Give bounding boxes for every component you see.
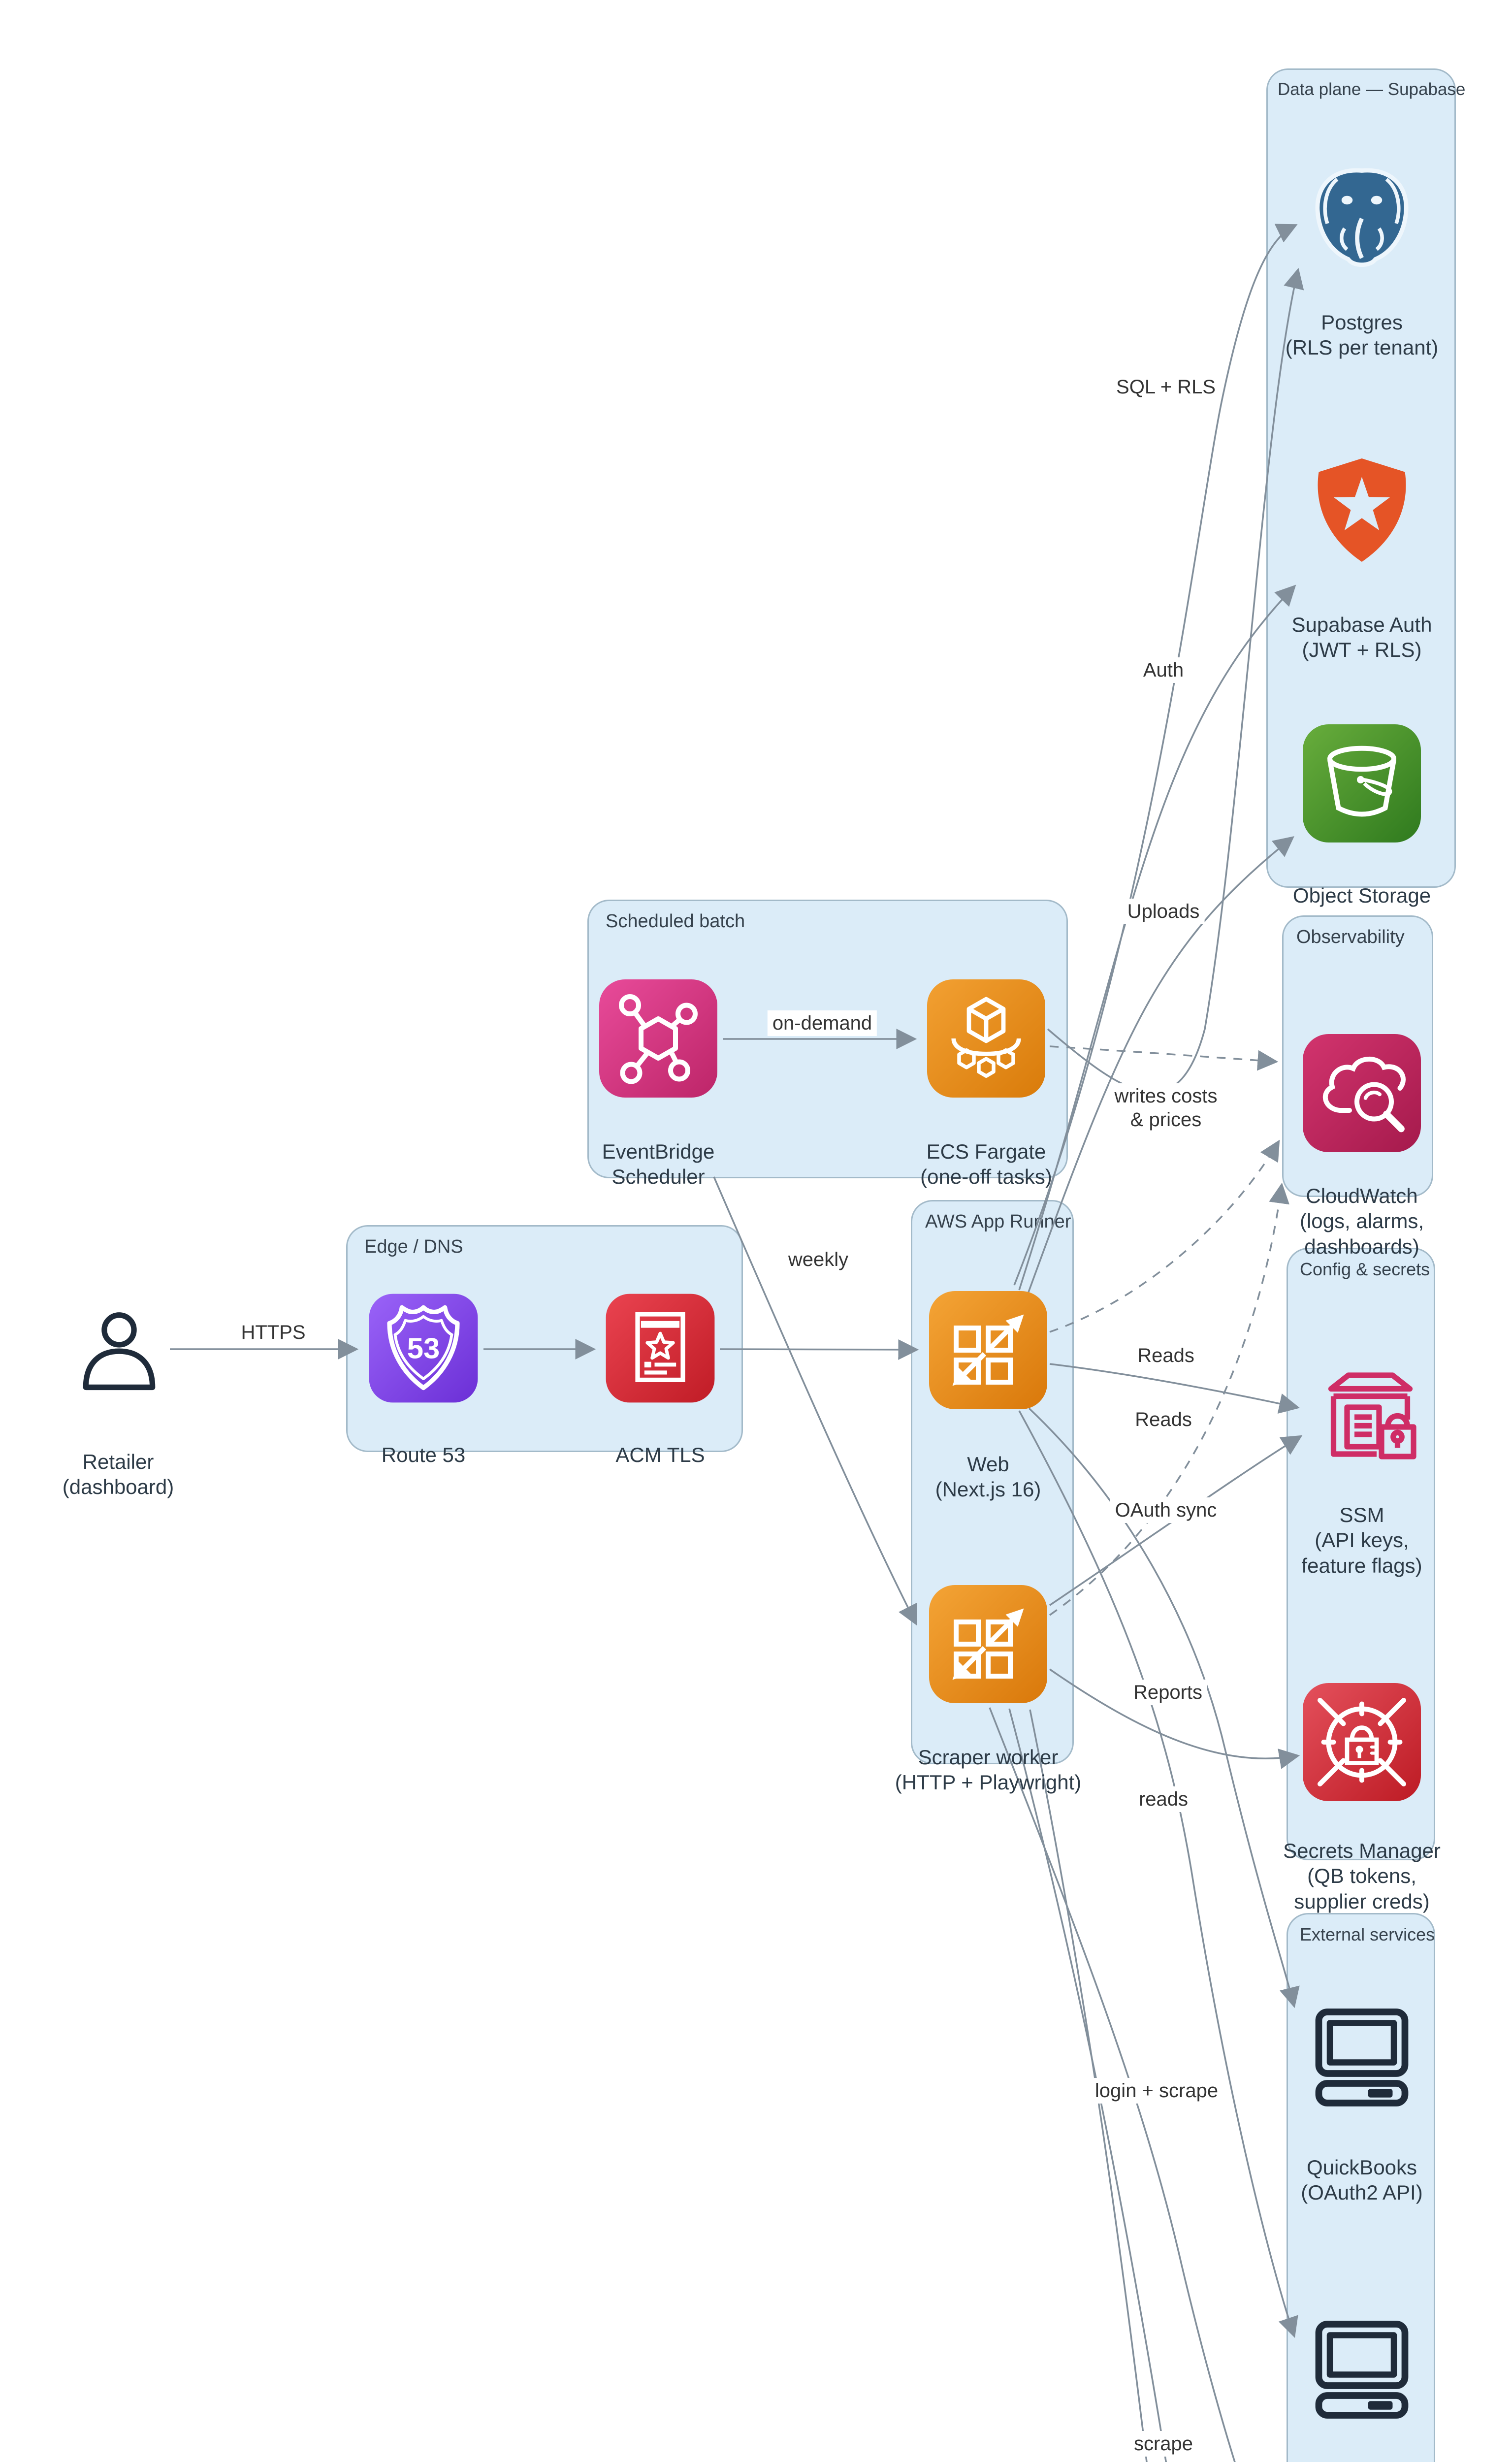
group-data-plane-title: Data plane — Supabase: [1278, 80, 1466, 99]
edge-web-object-storage: [1026, 836, 1294, 1298]
edge-scraper-competitor: [1008, 1708, 1167, 2462]
object-storage-bucket-icon: [1303, 724, 1421, 842]
secrets-manager-icon: [1303, 1683, 1421, 1801]
cloudwatch-icon: [1303, 1034, 1421, 1152]
group-edge-dns-title: Edge / DNS: [364, 1236, 463, 1257]
group-scheduled-batch-title: Scheduled batch: [606, 911, 745, 932]
quickbooks-label: QuickBooks(OAuth2 API): [1301, 2156, 1423, 2204]
edge-scraper-claude: [1029, 1709, 1148, 2462]
eventbridge-scheduler-icon: [599, 979, 717, 1098]
ssm-label: SSM(API keys, feature flags): [1301, 1503, 1422, 1577]
edge-web-resend: [1018, 1410, 1298, 2338]
edge-label-writes-costs-prices: writes costs & prices: [1109, 1083, 1222, 1133]
edge-label-scrape: scrape: [1128, 2431, 1198, 2457]
object-storage-label: Object Storage: [1292, 884, 1431, 907]
quickbooks-monitor-icon: [1315, 2008, 1409, 2106]
edge-label-reads-secrets: reads: [1133, 1786, 1193, 1812]
app-runner-scraper-icon: [929, 1585, 1047, 1703]
edge-web-cloudwatch-dashed: [1049, 1139, 1280, 1333]
edge-web-postgres: [1013, 224, 1298, 1286]
edge-label-oauth-sync: OAuth sync: [1110, 1497, 1222, 1523]
ecs-label: ECS Fargate(one-off tasks): [920, 1140, 1052, 1189]
ecs-fargate-icon: [927, 979, 1045, 1098]
edge-label-reports: Reports: [1128, 1680, 1208, 1705]
edge-eventbridge-scraper: [713, 1176, 917, 1626]
edge-scraper-supplier-portal: [989, 1707, 1236, 2462]
scraper-label: Scraper worker(HTTP + Playwright): [895, 1746, 1082, 1794]
edge-label-reads-scraper: Reads: [1130, 1407, 1197, 1432]
cloudwatch-label: CloudWatch(logs, alarms, dashboards): [1299, 1184, 1424, 1258]
resend-label: Resend(transactional email): [1283, 2441, 1441, 2462]
supabase-auth-label: Supabase Auth(JWT + RLS): [1291, 613, 1432, 662]
edge-label-auth: Auth: [1138, 657, 1189, 683]
edge-label-uploads: Uploads: [1122, 899, 1205, 924]
route53-icon: 53: [369, 1294, 478, 1403]
secrets-manager-label: Secrets Manager(QB tokens, supplier cred…: [1283, 1839, 1441, 1913]
edge-ecs-cloudwatch-dashed: [1049, 1045, 1279, 1071]
retailer-person-icon: [83, 1312, 156, 1391]
group-app-runner-title: AWS App Runner: [925, 1211, 1071, 1232]
edge-label-https: HTTPS: [236, 1320, 311, 1345]
app-runner-web-icon: [929, 1291, 1047, 1409]
group-config-secrets-title: Config & secrets: [1300, 1259, 1430, 1279]
postgres-label: Postgres(RLS per tenant): [1285, 311, 1439, 359]
acm-certificate-icon: [606, 1294, 715, 1403]
edge-web-quickbooks: [1028, 1407, 1300, 2008]
edge-label-weekly: weekly: [783, 1247, 854, 1272]
postgres-elephant-icon: [1315, 168, 1409, 267]
edge-label-login-scrape: login + scrape: [1090, 2078, 1223, 2104]
acm-label: ACM TLS: [615, 1443, 705, 1467]
group-external-services-title: External services: [1300, 1924, 1435, 1944]
edge-web-ssm: [1049, 1363, 1300, 1414]
group-external-services: External services: [1287, 1913, 1435, 2462]
edge-label-sql-rls: SQL + RLS: [1111, 374, 1221, 400]
group-observability-title: Observability: [1296, 927, 1405, 947]
edge-label-reads-web: Reads: [1132, 1343, 1199, 1368]
eventbridge-label: EventBridge Scheduler: [602, 1140, 715, 1189]
edge-label-on-demand: on-demand: [767, 1010, 877, 1036]
edge-web-supabase-auth: [1018, 584, 1296, 1291]
edge-scraper-secrets-manager: [1049, 1668, 1300, 1769]
edge-scraper-cloudwatch-dashed: [1049, 1182, 1289, 1616]
route53-label: Route 53: [381, 1443, 466, 1467]
ssm-parameter-store-icon: [1328, 1372, 1416, 1459]
resend-monitor-icon: [1315, 2321, 1409, 2419]
supabase-auth-shield-icon: [1318, 458, 1406, 562]
svg-text:53: 53: [407, 1332, 440, 1365]
web-label: Web(Next.js 16): [935, 1453, 1041, 1501]
retailer-label: Retailer(dashboard): [62, 1450, 174, 1499]
edge-acm-web: [719, 1339, 919, 1360]
